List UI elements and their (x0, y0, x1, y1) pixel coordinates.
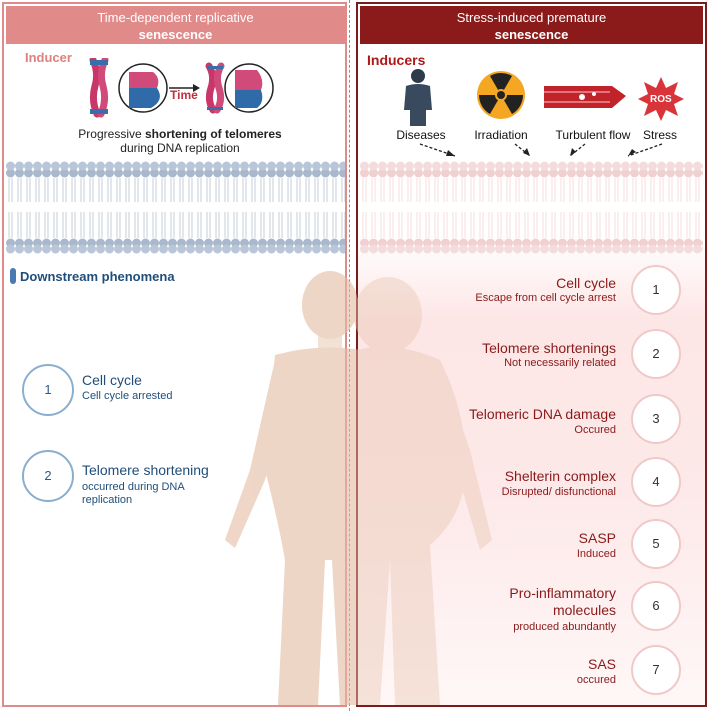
left-item-2-title: Telomere shortening (82, 462, 209, 478)
right-header-line1: Stress-induced premature (456, 10, 607, 25)
radiation-icon (477, 71, 525, 119)
ros-icon (638, 77, 684, 121)
left-header-line2: senescence (138, 27, 213, 42)
ros-text: ROS (650, 94, 672, 105)
chromosome-telomere-illustration (89, 58, 274, 118)
inducer-turbulent-flow-label: Turbulent flow (555, 128, 631, 142)
left-item-2-subtitle: occurred during DNA replication (82, 481, 185, 506)
right-item-7-title: SAS (587, 656, 616, 672)
right-item-4-subtitle: Disrupted/ disfunctional (501, 486, 616, 498)
cell-membrane-right (360, 160, 703, 255)
right-item-1-number: 1 (631, 265, 681, 315)
right-header-line2: senescence (494, 27, 569, 42)
right-item-5-title: SASP (578, 530, 616, 546)
inducer-stress-label: Stress (642, 128, 677, 142)
right-item-4-number: 4 (631, 457, 681, 507)
left-header-line1: Time-dependent replicative (97, 10, 254, 25)
inducer-diseases-label: Diseases (396, 128, 446, 142)
panel-divider (349, 0, 350, 711)
right-item-3-title: Telomeric DNA damage (468, 406, 616, 422)
right-item-7-number: 7 (631, 645, 681, 695)
inducers-label: Inducers (367, 52, 426, 68)
inducer-irradiation-label: Irradiation (474, 128, 528, 142)
right-item-5-subtitle: Induced (576, 548, 616, 560)
left-item-1-subtitle: Cell cycle arrested (82, 390, 173, 402)
right-item-4-title: Shelterin complex (504, 468, 616, 484)
right-item-2-number: 2 (631, 329, 681, 379)
left-item-1-title: Cell cycle (82, 372, 142, 388)
right-item-1-subtitle: Escape from cell cycle arrest (475, 292, 616, 304)
person-icon (404, 69, 432, 126)
right-panel-header: Stress-induced premature senescence (360, 6, 703, 44)
right-item-3-number: 3 (631, 394, 681, 444)
right-item-2-subtitle: Not necessarily related (504, 357, 616, 369)
downstream-label: Downstream phenomena (20, 269, 175, 284)
time-label: Time (170, 88, 198, 102)
right-item-2-title: Telomere shortenings (482, 340, 616, 356)
right-item-3-subtitle: Occured (574, 424, 616, 436)
right-item-6-title-text: Pro-inflammatory molecules (509, 585, 616, 618)
downstream-marker-icon (10, 268, 16, 284)
telomere-caption: Progressive shortening of telomeres duri… (78, 127, 282, 155)
right-item-1-title: Cell cycle (556, 275, 616, 291)
right-item-6-number: 6 (631, 581, 681, 631)
right-item-5-number: 5 (631, 519, 681, 569)
inducer-label: Inducer (25, 50, 72, 65)
left-item-2-number: 2 (22, 450, 74, 502)
chromosome-icon (89, 58, 109, 118)
right-item-6-title: Pro-inflammatory molecules (356, 585, 616, 619)
blood-vessel-icon (544, 86, 626, 108)
cell-membrane-left (6, 160, 345, 255)
right-item-7-subtitle: occured (576, 674, 616, 686)
left-panel-header: Time-dependent replicative senescence (6, 6, 345, 44)
right-item-6-subtitle: produced abundantly (513, 621, 616, 633)
left-item-1-number: 1 (22, 364, 74, 416)
replicative-senescence-panel (2, 2, 347, 707)
inducer-arrows (419, 143, 663, 157)
